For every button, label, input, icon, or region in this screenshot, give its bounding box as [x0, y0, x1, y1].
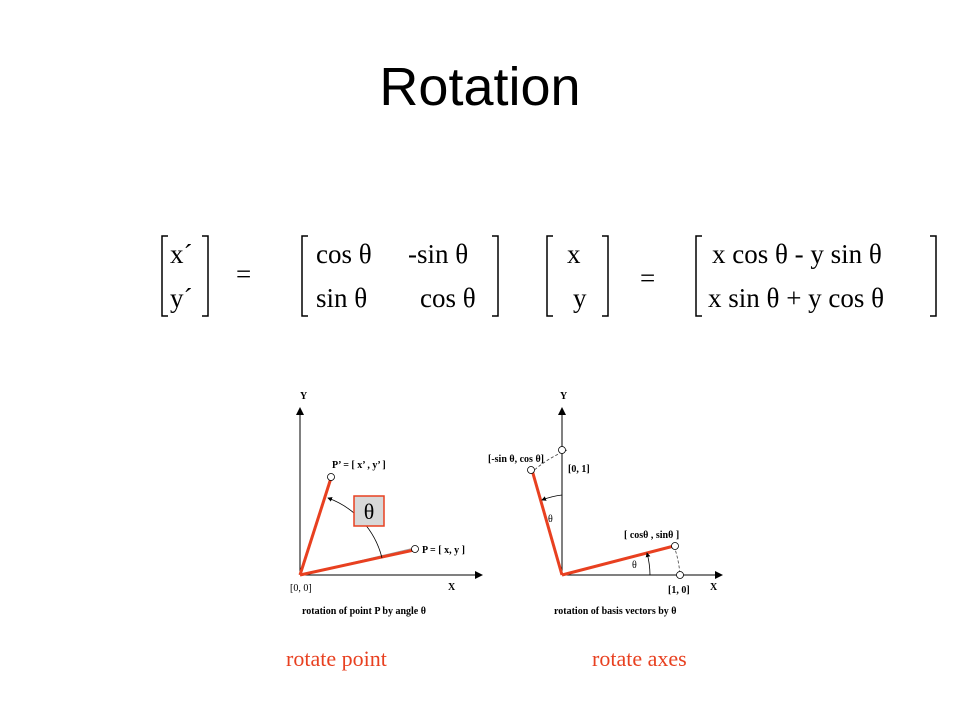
result-brackets: [695, 235, 937, 317]
equals-sign-2: =: [640, 263, 656, 293]
page-title: Rotation: [379, 57, 581, 117]
label-theta-lower: θ: [632, 560, 637, 571]
vector-brackets: [546, 235, 609, 317]
left-axis-y-label: Y: [300, 391, 308, 402]
lower-angle-arc: [645, 552, 651, 576]
right-diagram-caption: rotation of basis vectors by θ: [554, 606, 677, 617]
label-cos-sin: [ cosθ , sinθ ]: [624, 530, 679, 541]
caption-rotate-point: rotate point: [286, 646, 387, 671]
matrix-cell-12: -sin θ: [408, 239, 469, 269]
label-origin: [0, 0]: [290, 583, 312, 594]
caption-rotate-axes: rotate axes: [592, 646, 687, 671]
vector-y: y: [573, 283, 587, 313]
lhs-vector: x´ y´: [160, 232, 210, 320]
matrix-cell-21: sin θ: [316, 283, 368, 313]
left-diagram-caption: rotation of point P by angle θ: [302, 606, 426, 617]
point-p-prime-marker: [327, 473, 335, 481]
result-row-2: x sin θ + y cos θ: [708, 283, 885, 313]
matrix-brackets: [301, 235, 499, 317]
result-vector: x cos θ - y sin θ x sin θ + y cos θ: [694, 232, 938, 320]
rotated-basis-y: [530, 469, 564, 576]
label-p-prime: P’ = [ x’ , y’ ]: [332, 460, 386, 471]
upper-angle-arc: [541, 494, 563, 501]
equals-sign-1: =: [236, 259, 252, 289]
rotated-basis-x: [561, 544, 675, 577]
lhs-brackets: [161, 235, 209, 317]
label-theta-upper: θ: [548, 514, 553, 525]
right-diagram: Y X [-sin θ, cos θ] [0, 1] [ cosθ , sinθ…: [488, 391, 723, 617]
label-neg-sin-cos: [-sin θ, cos θ]: [488, 454, 544, 465]
rotation-diagrams: Y X P’ = [ x’ , y’ ] P = [ x, y ] [0, 0]…: [290, 391, 723, 617]
result-row-1: x cos θ - y sin θ: [712, 239, 882, 269]
matrix-cell-22: cos θ: [420, 283, 476, 313]
right-axis-y-label: Y: [560, 391, 568, 402]
label-p: P = [ x, y ]: [422, 545, 465, 556]
rotation-matrix: cos θ -sin θ sin θ cos θ: [300, 232, 500, 320]
matrix-cell-11: cos θ: [316, 239, 372, 269]
point-cos-sin-marker: [671, 542, 679, 550]
theta-box: [353, 495, 385, 527]
lhs-y-prime: y´: [170, 283, 193, 313]
vector-x: x: [567, 239, 581, 269]
theta-box-symbol: θ: [364, 499, 375, 524]
vector-p: [299, 548, 415, 577]
right-axis-x-label: X: [710, 582, 718, 593]
point-10-marker: [676, 571, 684, 579]
point-neg-sin-cos-marker: [527, 466, 535, 474]
label-01: [0, 1]: [568, 464, 590, 475]
label-10: [1, 0]: [668, 585, 690, 596]
point-p-marker: [411, 545, 419, 553]
lhs-x-prime: x´: [170, 239, 193, 269]
left-diagram: Y X P’ = [ x’ , y’ ] P = [ x, y ] [0, 0]…: [290, 391, 483, 617]
vector-p-prime: [298, 477, 333, 576]
input-vector: x y: [545, 232, 610, 320]
left-axis-x-label: X: [448, 582, 456, 593]
point-01-marker: [558, 446, 566, 454]
